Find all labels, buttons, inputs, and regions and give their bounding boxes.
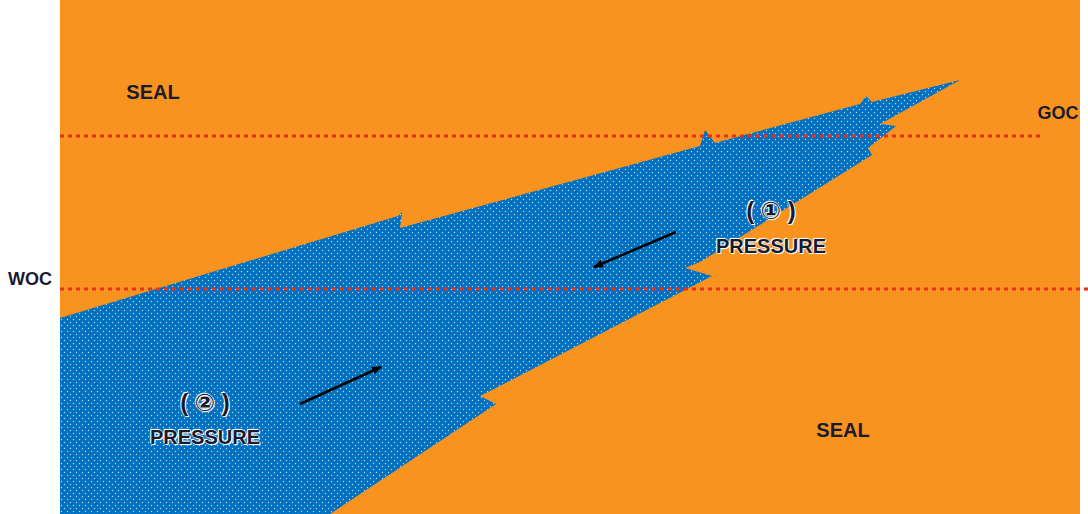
reservoir-wedge <box>60 80 960 514</box>
seal-rock <box>60 0 1080 514</box>
pressure-arrow <box>300 367 381 404</box>
contact-label: WOC <box>8 269 52 290</box>
contact-label: GOC <box>1037 103 1078 124</box>
seal-label: SEAL <box>126 81 179 104</box>
woc-line <box>60 288 1088 291</box>
callout-number: ( ① ) <box>746 197 796 225</box>
seal-label: SEAL <box>816 419 869 442</box>
goc-line <box>60 135 1040 138</box>
pressure-arrow <box>594 232 676 267</box>
reservoir-stipple <box>60 80 960 514</box>
pressure-label: PRESSURE <box>716 235 826 258</box>
pressure-label: PRESSURE <box>150 426 260 449</box>
callout-number: ( ② ) <box>180 389 230 417</box>
